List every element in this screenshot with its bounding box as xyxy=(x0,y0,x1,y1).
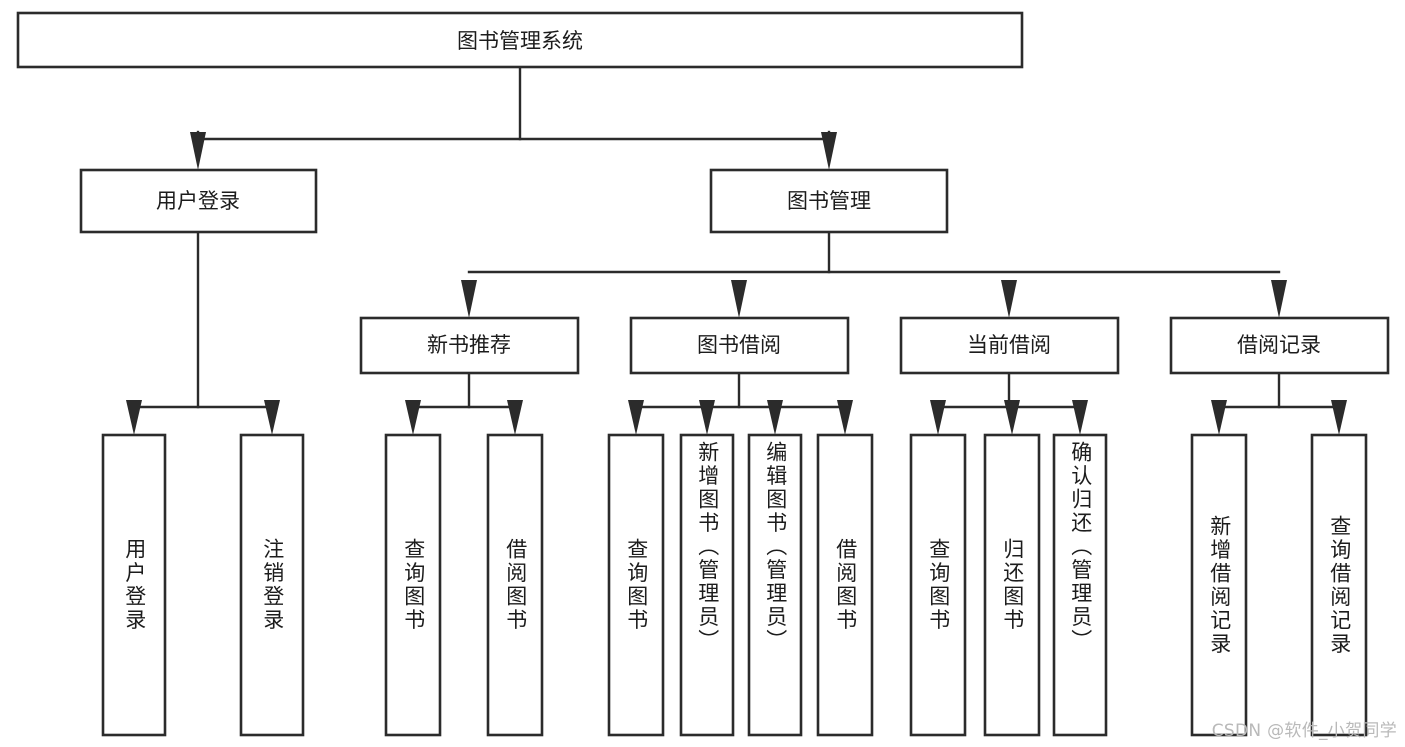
arrow-to-leaf-user-logout xyxy=(264,400,280,435)
arrow-to-leaf-edit-book xyxy=(767,400,783,435)
node-current-borrow-box[interactable] xyxy=(899,316,1120,375)
arrow-to-new-book-rec xyxy=(461,280,477,318)
node-book-manage-label: 图书管理 xyxy=(787,189,871,213)
node-leaf-edit-book-box[interactable] xyxy=(747,433,803,737)
node-book-borrow-box[interactable] xyxy=(629,316,850,375)
arrow-to-leaf-add-book xyxy=(699,400,715,435)
node-leaf-return-book-box[interactable] xyxy=(983,433,1041,737)
arrow-to-leaf-query-book-cur xyxy=(930,400,946,435)
node-leaf-user-logout-box[interactable] xyxy=(239,433,305,737)
arrow-to-leaf-return-book xyxy=(1004,400,1020,435)
arrow-to-leaf-query-borrow-record xyxy=(1331,400,1347,435)
arrow-to-leaf-user-login xyxy=(126,400,142,435)
node-leaf-confirm-return-box[interactable] xyxy=(1052,433,1108,737)
node-user-login-box[interactable] xyxy=(79,168,318,234)
arrow-to-leaf-add-borrow-record xyxy=(1211,400,1227,435)
node-book-manage-box[interactable] xyxy=(709,168,949,234)
node-book-borrow-label: 图书借阅 xyxy=(697,333,781,357)
node-leaf-user-login-box[interactable] xyxy=(101,433,167,737)
node-leaf-borrow-book-bor-box[interactable] xyxy=(816,433,874,737)
node-current-borrow-label: 当前借阅 xyxy=(967,333,1051,357)
arrow-to-borrow-record xyxy=(1271,280,1287,318)
arrow-to-book-manage xyxy=(821,132,837,170)
node-leaf-query-book-bor-box[interactable] xyxy=(607,433,665,737)
node-user-login-label: 用户登录 xyxy=(156,189,240,213)
node-leaf-add-book-box[interactable] xyxy=(679,433,735,737)
arrow-to-leaf-borrow-book-rec xyxy=(507,400,523,435)
node-leaf-query-book-rec-box[interactable] xyxy=(384,433,442,737)
arrow-to-leaf-query-book-rec xyxy=(405,400,421,435)
node-borrow-record-box[interactable] xyxy=(1169,316,1390,375)
node-root-box[interactable] xyxy=(16,11,1024,69)
node-new-book-rec-box[interactable] xyxy=(359,316,580,375)
csdn-watermark: CSDN @软件_小贺同学 xyxy=(1211,721,1397,741)
node-new-book-rec-label: 新书推荐 xyxy=(427,333,511,357)
node-root-label: 图书管理系统 xyxy=(457,29,583,53)
arrow-to-user-login xyxy=(190,132,206,170)
node-leaf-add-borrow-record-box[interactable] xyxy=(1190,433,1248,737)
node-leaf-query-borrow-record-box[interactable] xyxy=(1310,433,1368,737)
arrow-to-leaf-borrow-book-bor xyxy=(837,400,853,435)
node-leaf-query-book-cur-box[interactable] xyxy=(909,433,967,737)
connectors-group xyxy=(126,65,1347,435)
arrow-to-leaf-query-book-bor xyxy=(628,400,644,435)
arrow-to-book-borrow xyxy=(731,280,747,318)
node-leaf-borrow-book-rec-box[interactable] xyxy=(486,433,544,737)
arrow-to-leaf-confirm-return xyxy=(1072,400,1088,435)
node-borrow-record-label: 借阅记录 xyxy=(1237,333,1321,357)
nodes-group: 图书管理系统 用户登录 图书管理 新书推荐 图书借阅 当前借阅 借阅记录 xyxy=(16,11,1390,737)
arrow-to-current-borrow xyxy=(1001,280,1017,318)
